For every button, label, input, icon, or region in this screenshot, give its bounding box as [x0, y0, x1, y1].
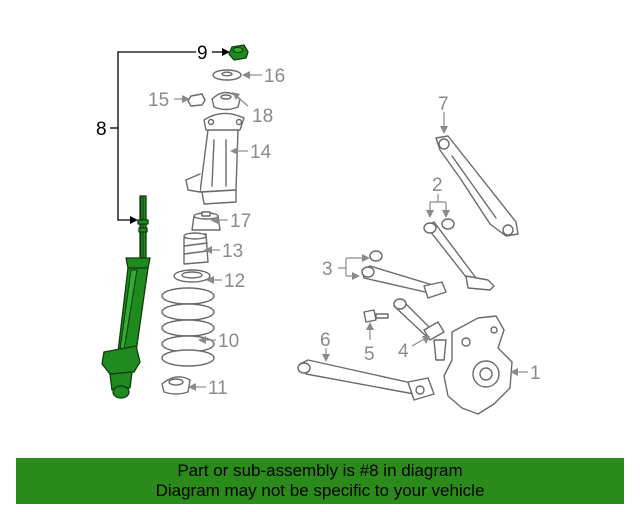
callout-9: 9	[197, 43, 208, 64]
callout-5: 5	[364, 344, 375, 365]
lower-insulator-11[interactable]	[161, 376, 191, 395]
banner-line-1: Part or sub-assembly is #8 in diagram	[177, 461, 463, 480]
boot-13[interactable]	[183, 232, 209, 265]
callout-2: 2	[432, 175, 443, 196]
upper-arm-7[interactable]	[435, 135, 519, 237]
shock-absorber-highlighted[interactable]	[101, 195, 151, 399]
bolt-5[interactable]	[363, 309, 389, 323]
callout-8: 8	[96, 119, 107, 140]
link-4[interactable]	[393, 298, 447, 361]
nut-15[interactable]	[187, 93, 206, 107]
callout-7: 7	[438, 94, 449, 115]
callout-15: 15	[148, 90, 169, 111]
callout-6: 6	[320, 330, 331, 351]
toe-link-2[interactable]	[423, 218, 495, 291]
banner-line-2: Diagram may not be specific to your vehi…	[155, 481, 485, 500]
info-banner: Part or sub-assembly is #8 in diagram Di…	[16, 458, 624, 504]
coil-spring-10[interactable]	[161, 287, 215, 367]
spring-seat-12[interactable]	[173, 269, 211, 283]
trailing-link-6[interactable]	[297, 359, 435, 401]
callout-18: 18	[252, 106, 273, 127]
callout-16: 16	[264, 66, 285, 87]
washer-16[interactable]	[212, 69, 242, 81]
callout-17: 17	[230, 211, 251, 232]
callout-1: 1	[530, 363, 541, 384]
callout-4: 4	[398, 341, 409, 362]
upper-mount-14[interactable]	[185, 112, 245, 205]
knuckle-1[interactable]	[443, 315, 513, 415]
callout-11: 11	[208, 378, 228, 399]
callout-10: 10	[218, 331, 239, 352]
upper-nut[interactable]	[228, 44, 249, 61]
callout-12: 12	[224, 271, 245, 292]
callout-3: 3	[322, 259, 333, 280]
lateral-link-3[interactable]	[361, 250, 447, 299]
bushing-18[interactable]	[211, 91, 241, 111]
callout-13: 13	[222, 241, 243, 262]
callout-14: 14	[250, 142, 272, 163]
